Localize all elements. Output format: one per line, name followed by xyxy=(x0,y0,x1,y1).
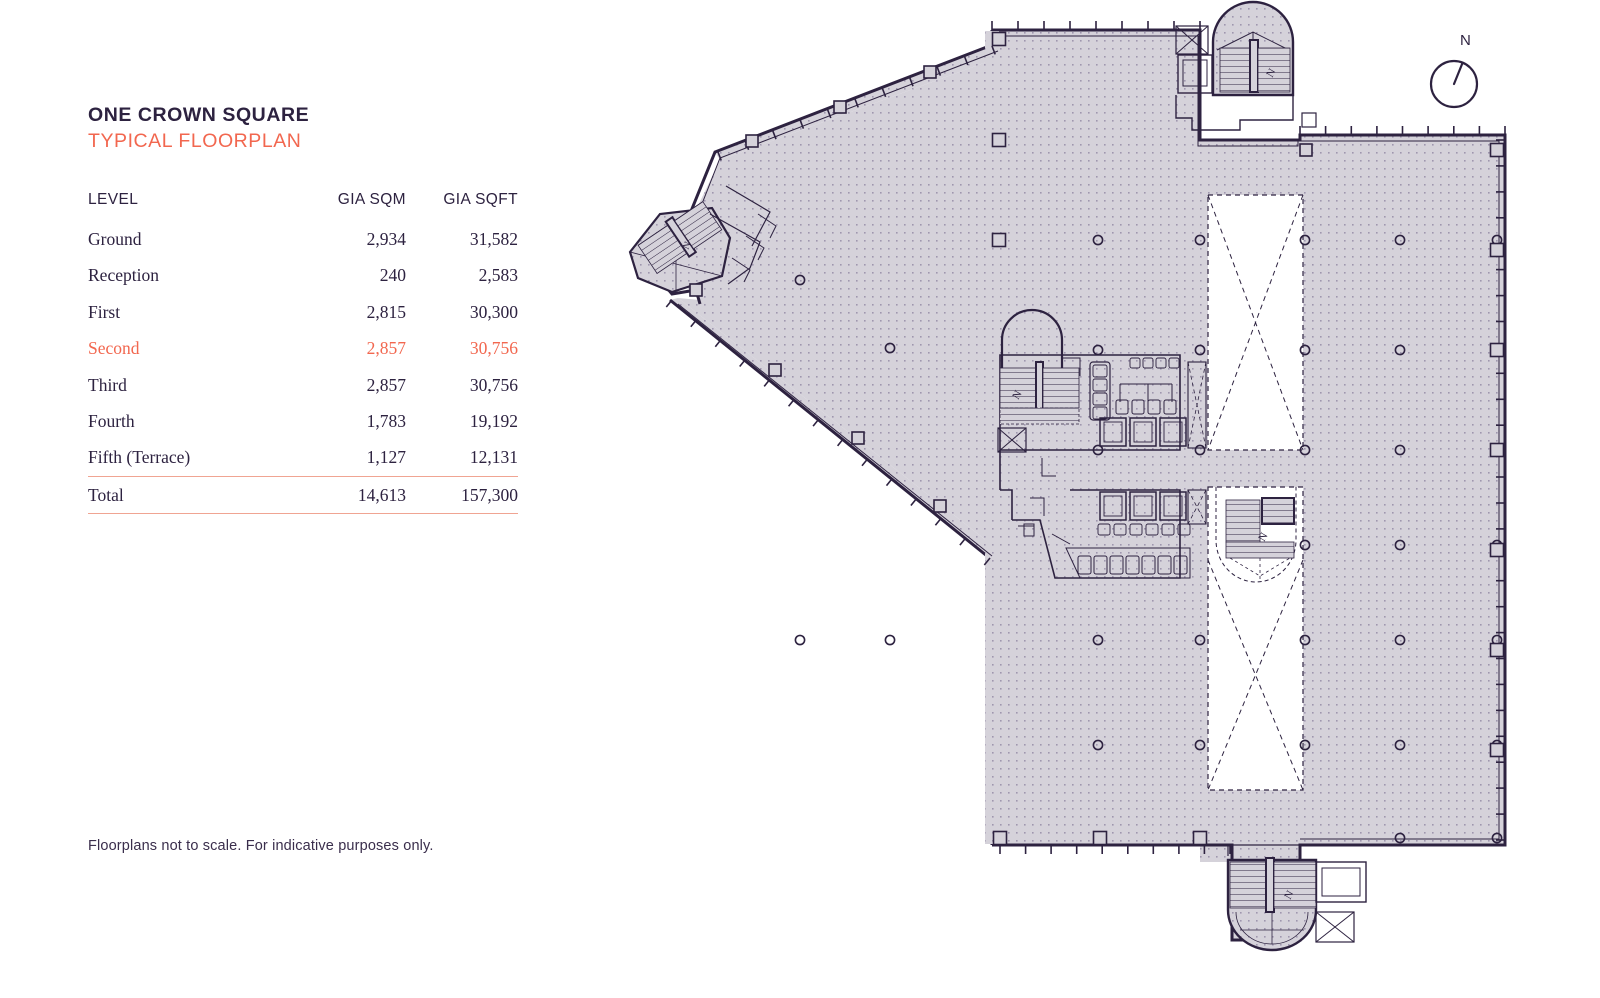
footnote-disclaimer: Floorplans not to scale. For indicative … xyxy=(88,838,434,854)
cell-gia-sqft: 19,192 xyxy=(469,411,518,432)
cell-gia-sqft: 30,756 xyxy=(469,338,518,359)
cell-gia-sqm: 14,613 xyxy=(306,475,406,515)
table-row: Third 2,857 30,756 xyxy=(88,367,518,403)
cell-level: Second xyxy=(88,338,140,359)
column-header-gia-sqft: GIA SQFT xyxy=(443,191,518,208)
floorplan-svg: N N xyxy=(628,0,1507,952)
compass-icon xyxy=(1429,59,1479,109)
cell-gia-sqm: 2,815 xyxy=(366,301,406,322)
cell-gia-sqm: 2,857 xyxy=(366,374,406,395)
cell-level: Fifth (Terrace) xyxy=(88,447,191,468)
table-row: Second 2,857 30,756 xyxy=(88,330,518,366)
building-name: ONE CROWN SQUARE xyxy=(88,104,310,126)
compass-needle xyxy=(1452,62,1464,86)
compass-rose: N xyxy=(1424,32,1504,122)
info-panel: ONE CROWN SQUARE TYPICAL FLOORPLAN LEVEL… xyxy=(88,104,528,515)
cell-gia-sqft: 30,300 xyxy=(469,301,518,322)
main-floorplate-body xyxy=(668,30,1505,940)
cell-gia-sqm: 1,127 xyxy=(366,447,406,468)
plan-type-subtitle: TYPICAL FLOORPLAN xyxy=(88,130,302,152)
page-title: ONE CROWN SQUARE TYPICAL FLOORPLAN xyxy=(88,104,528,153)
cell-level: Total xyxy=(88,475,306,515)
atrium-void-upper xyxy=(1207,194,1304,451)
floorplan-drawing: N N xyxy=(600,0,1600,998)
table-row: Fifth (Terrace) 1,127 12,131 xyxy=(88,439,518,476)
cell-gia-sqm: 240 xyxy=(379,265,406,286)
central-service-core: N xyxy=(997,308,1207,579)
column-header-gia-sqm: GIA SQM xyxy=(337,191,406,208)
cell-gia-sqft: 12,131 xyxy=(469,447,518,468)
cell-gia-sqm: 2,934 xyxy=(366,229,406,249)
table-row: Fourth 1,783 19,192 xyxy=(88,403,518,439)
table-row: Reception 240 2,583 xyxy=(88,257,518,293)
cell-gia-sqft: 30,756 xyxy=(469,374,518,395)
cell-gia-sqft: 2,583 xyxy=(478,265,518,286)
cell-level: Third xyxy=(88,374,127,395)
cell-gia-sqft: 31,582 xyxy=(469,229,518,249)
stair-core-northwest: N xyxy=(628,185,777,294)
table-row: First 2,815 30,300 xyxy=(88,294,518,330)
slab-junction-fill xyxy=(985,31,999,844)
svg-text:N: N xyxy=(681,240,694,251)
table-row: Ground 2,934 31,582 xyxy=(88,221,518,257)
atrium-void-lower: N xyxy=(1207,486,1304,791)
stair-core-northeast: N xyxy=(1175,0,1317,131)
cell-level: Reception xyxy=(88,265,159,286)
column-header-level: LEVEL xyxy=(88,191,139,208)
table-header-row: LEVEL GIA SQM GIA SQFT xyxy=(88,191,518,221)
structural-columns-square xyxy=(689,31,1505,846)
table-header: LEVEL GIA SQM GIA SQFT xyxy=(88,191,518,221)
stair-core-southeast: N xyxy=(1226,844,1367,952)
cell-gia-sqft: 157,300 xyxy=(406,475,518,515)
cell-level: First xyxy=(88,301,121,322)
structural-columns-round xyxy=(794,234,1503,844)
compass-north-label: N xyxy=(1460,32,1471,49)
area-schedule-table: LEVEL GIA SQM GIA SQFT Ground 2,934 31,582… xyxy=(88,191,518,515)
cell-level: Fourth xyxy=(88,411,135,432)
cell-gia-sqm: 1,783 xyxy=(366,411,406,432)
cell-level: Ground xyxy=(88,229,142,249)
cell-gia-sqm: 2,857 xyxy=(366,338,406,359)
